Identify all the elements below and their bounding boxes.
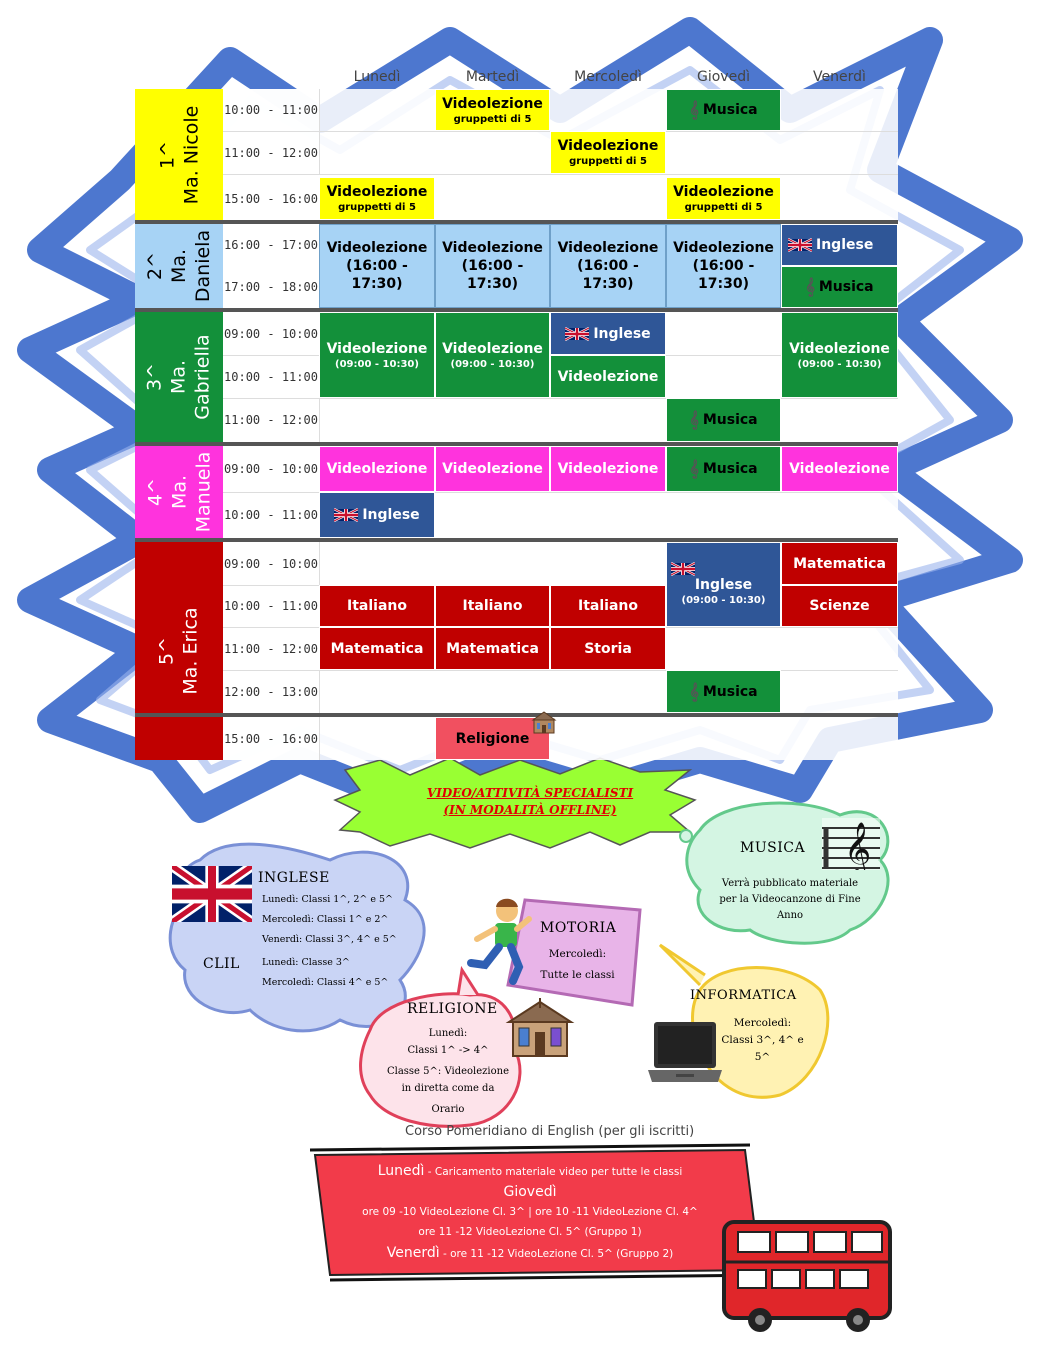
time-slot: 10:00 - 11:00 xyxy=(223,355,320,398)
lesson-cell[interactable]: Videolezione xyxy=(319,446,435,492)
treble-clef-icon: 𝄞 xyxy=(689,100,699,119)
lesson-cell[interactable]: Videolezione(16:00 - 17:30) xyxy=(666,224,781,308)
uk-flag-icon xyxy=(671,562,695,576)
lesson-cell[interactable]: 𝄞Musica xyxy=(666,89,781,131)
lesson-cell[interactable]: Inglese xyxy=(781,224,898,266)
weekly-timetable: Lunedì Martedì Mercoledì Giovedì Venerdì… xyxy=(135,65,898,760)
lesson-cell[interactable]: Matematica xyxy=(435,627,550,670)
religione-text: Lunedì: Classi 1^ -> 4^ Classe 5^: Video… xyxy=(386,1028,509,1115)
lesson-cell[interactable]: Videolezione(16:00 - 17:30) xyxy=(550,224,666,308)
lesson-cell[interactable]: Italiano xyxy=(550,585,666,627)
musica-title: MUSICA xyxy=(740,840,806,856)
lesson-cell[interactable]: Videolezione xyxy=(435,446,550,492)
class-2-label: 2^Ma.Daniela xyxy=(135,224,223,308)
musica-text: Verrà pubblicato materiale per la Videoc… xyxy=(719,878,861,921)
lesson-cell[interactable]: 𝄞Musica xyxy=(666,446,781,492)
uk-flag-icon xyxy=(565,326,590,341)
clil-title: CLIL xyxy=(203,956,240,972)
treble-clef-icon: 𝄞 xyxy=(689,459,699,478)
informatica-title: INFORMATICA xyxy=(690,988,797,1003)
class-3-label: 3^Ma.Gabriella xyxy=(135,312,223,442)
treble-clef-icon: 𝄞 xyxy=(689,681,699,701)
blue-starburst xyxy=(17,17,1023,823)
time-slot: 12:00 - 13:00 xyxy=(223,670,320,713)
time-slot: 10:00 - 11:00 xyxy=(223,492,320,538)
time-slot: 10:00 - 11:00 xyxy=(223,89,320,131)
lesson-cell[interactable]: Videolezione(09:00 - 10:30) xyxy=(435,312,550,398)
lesson-cell[interactable]: Scienze xyxy=(781,585,898,627)
inglese-schedule: Lunedì: Classi 1^, 2^ e 5^ Mercoledì: Cl… xyxy=(262,894,397,945)
lesson-cell[interactable]: Italiano xyxy=(435,585,550,627)
english-course-title: Corso Pomeridiano di English (per gli is… xyxy=(405,1124,695,1139)
day-header-giovedi: Giovedì xyxy=(697,69,750,85)
lesson-cell[interactable]: 𝄞Musica xyxy=(666,398,781,442)
lesson-cell[interactable]: Videolezione xyxy=(550,446,666,492)
lesson-cell[interactable]: Videolezione(16:00 - 17:30) xyxy=(435,224,550,308)
time-slot: 09:00 - 10:00 xyxy=(223,312,320,355)
time-slot: 15:00 - 16:00 xyxy=(223,177,320,220)
day-header-martedi: Martedì xyxy=(465,69,520,85)
lesson-cell[interactable]: 𝄞Musica xyxy=(781,266,898,308)
running-boy-icon xyxy=(467,898,532,985)
day-header-lunedi: Lunedì xyxy=(353,69,401,85)
lesson-cell[interactable]: Inglese(09:00 - 10:30) xyxy=(666,542,781,627)
church-icon xyxy=(531,711,557,734)
day-header-mercoledi: Mercoledì xyxy=(574,69,642,85)
lesson-cell[interactable]: Italiano xyxy=(319,585,435,627)
svg-text:𝄞: 𝄞 xyxy=(844,821,871,870)
time-slot: 15:00 - 16:00 xyxy=(223,717,320,760)
time-slot: 10:00 - 11:00 xyxy=(223,585,320,627)
uk-flag-icon xyxy=(172,866,252,922)
lesson-cell[interactable]: Videolezione(09:00 - 10:30) xyxy=(319,312,435,398)
time-slot: 16:00 - 17:00 xyxy=(223,224,320,266)
lesson-cell[interactable]: Matematica xyxy=(781,542,898,585)
time-slot: 11:00 - 12:00 xyxy=(223,398,320,442)
class-1-label: 1^Ma. Nicole xyxy=(135,89,223,220)
lesson-cell[interactable]: Matematica xyxy=(319,627,435,670)
class-5-label: 5^Ma. Erica xyxy=(135,542,223,760)
lesson-cell[interactable]: Videolezione xyxy=(781,446,898,492)
time-slot: 11:00 - 12:00 xyxy=(223,131,320,174)
lesson-cell[interactable]: Inglese xyxy=(319,492,435,538)
time-slot: 17:00 - 18:00 xyxy=(223,266,320,308)
lesson-cell[interactable]: Storia xyxy=(550,627,666,670)
specialists-banner: VIDEO/ATTIVITÀ SPECIALISTI (IN MODALITÀ … xyxy=(426,786,634,817)
treble-clef-icon: 𝄞 xyxy=(822,818,880,870)
treble-clef-icon: 𝄞 xyxy=(805,277,815,296)
day-header-venerdi: Venerdì xyxy=(813,69,866,85)
inglese-title: INGLESE xyxy=(258,870,330,886)
religione-bubble xyxy=(359,992,522,1128)
clil-schedule: Lunedì: Classe 3^ Mercoledì: Classi 4^ e… xyxy=(262,957,389,988)
time-slot: 11:00 - 12:00 xyxy=(223,627,320,670)
motoria-text: Mercoledì: Tutte le classi xyxy=(540,948,615,981)
time-slot: 09:00 - 10:00 xyxy=(223,542,320,585)
bus-icon xyxy=(722,1220,892,1332)
lesson-cell[interactable]: Videolezione(09:00 - 10:30) xyxy=(781,312,898,398)
lesson-cell[interactable]: Videolezione xyxy=(550,355,666,398)
treble-clef-icon: 𝄞 xyxy=(689,410,699,429)
lesson-cell[interactable]: Inglese xyxy=(550,312,666,355)
uk-flag-icon xyxy=(334,508,359,522)
lesson-cell[interactable]: 𝄞Musica xyxy=(666,670,781,713)
church-icon xyxy=(505,998,575,1057)
motoria-title: MOTORIA xyxy=(540,920,617,936)
english-course-details: Lunedì - Caricamento materiale video per… xyxy=(362,1163,698,1261)
religione-title: RELIGIONE xyxy=(407,1001,498,1017)
lesson-cell[interactable]: Religione xyxy=(435,717,550,760)
lesson-cell[interactable]: Videolezione(16:00 - 17:30) xyxy=(319,224,435,308)
laptop-icon xyxy=(648,1022,722,1082)
green-starburst-banner xyxy=(333,757,697,849)
informatica-text: Mercoledì: Classi 3^, 4^ e 5^ xyxy=(721,1017,804,1063)
class-4-label: 4^Ma.Manuela xyxy=(135,446,223,538)
time-slot: 09:00 - 10:00 xyxy=(223,446,320,492)
uk-flag-icon xyxy=(788,238,812,252)
